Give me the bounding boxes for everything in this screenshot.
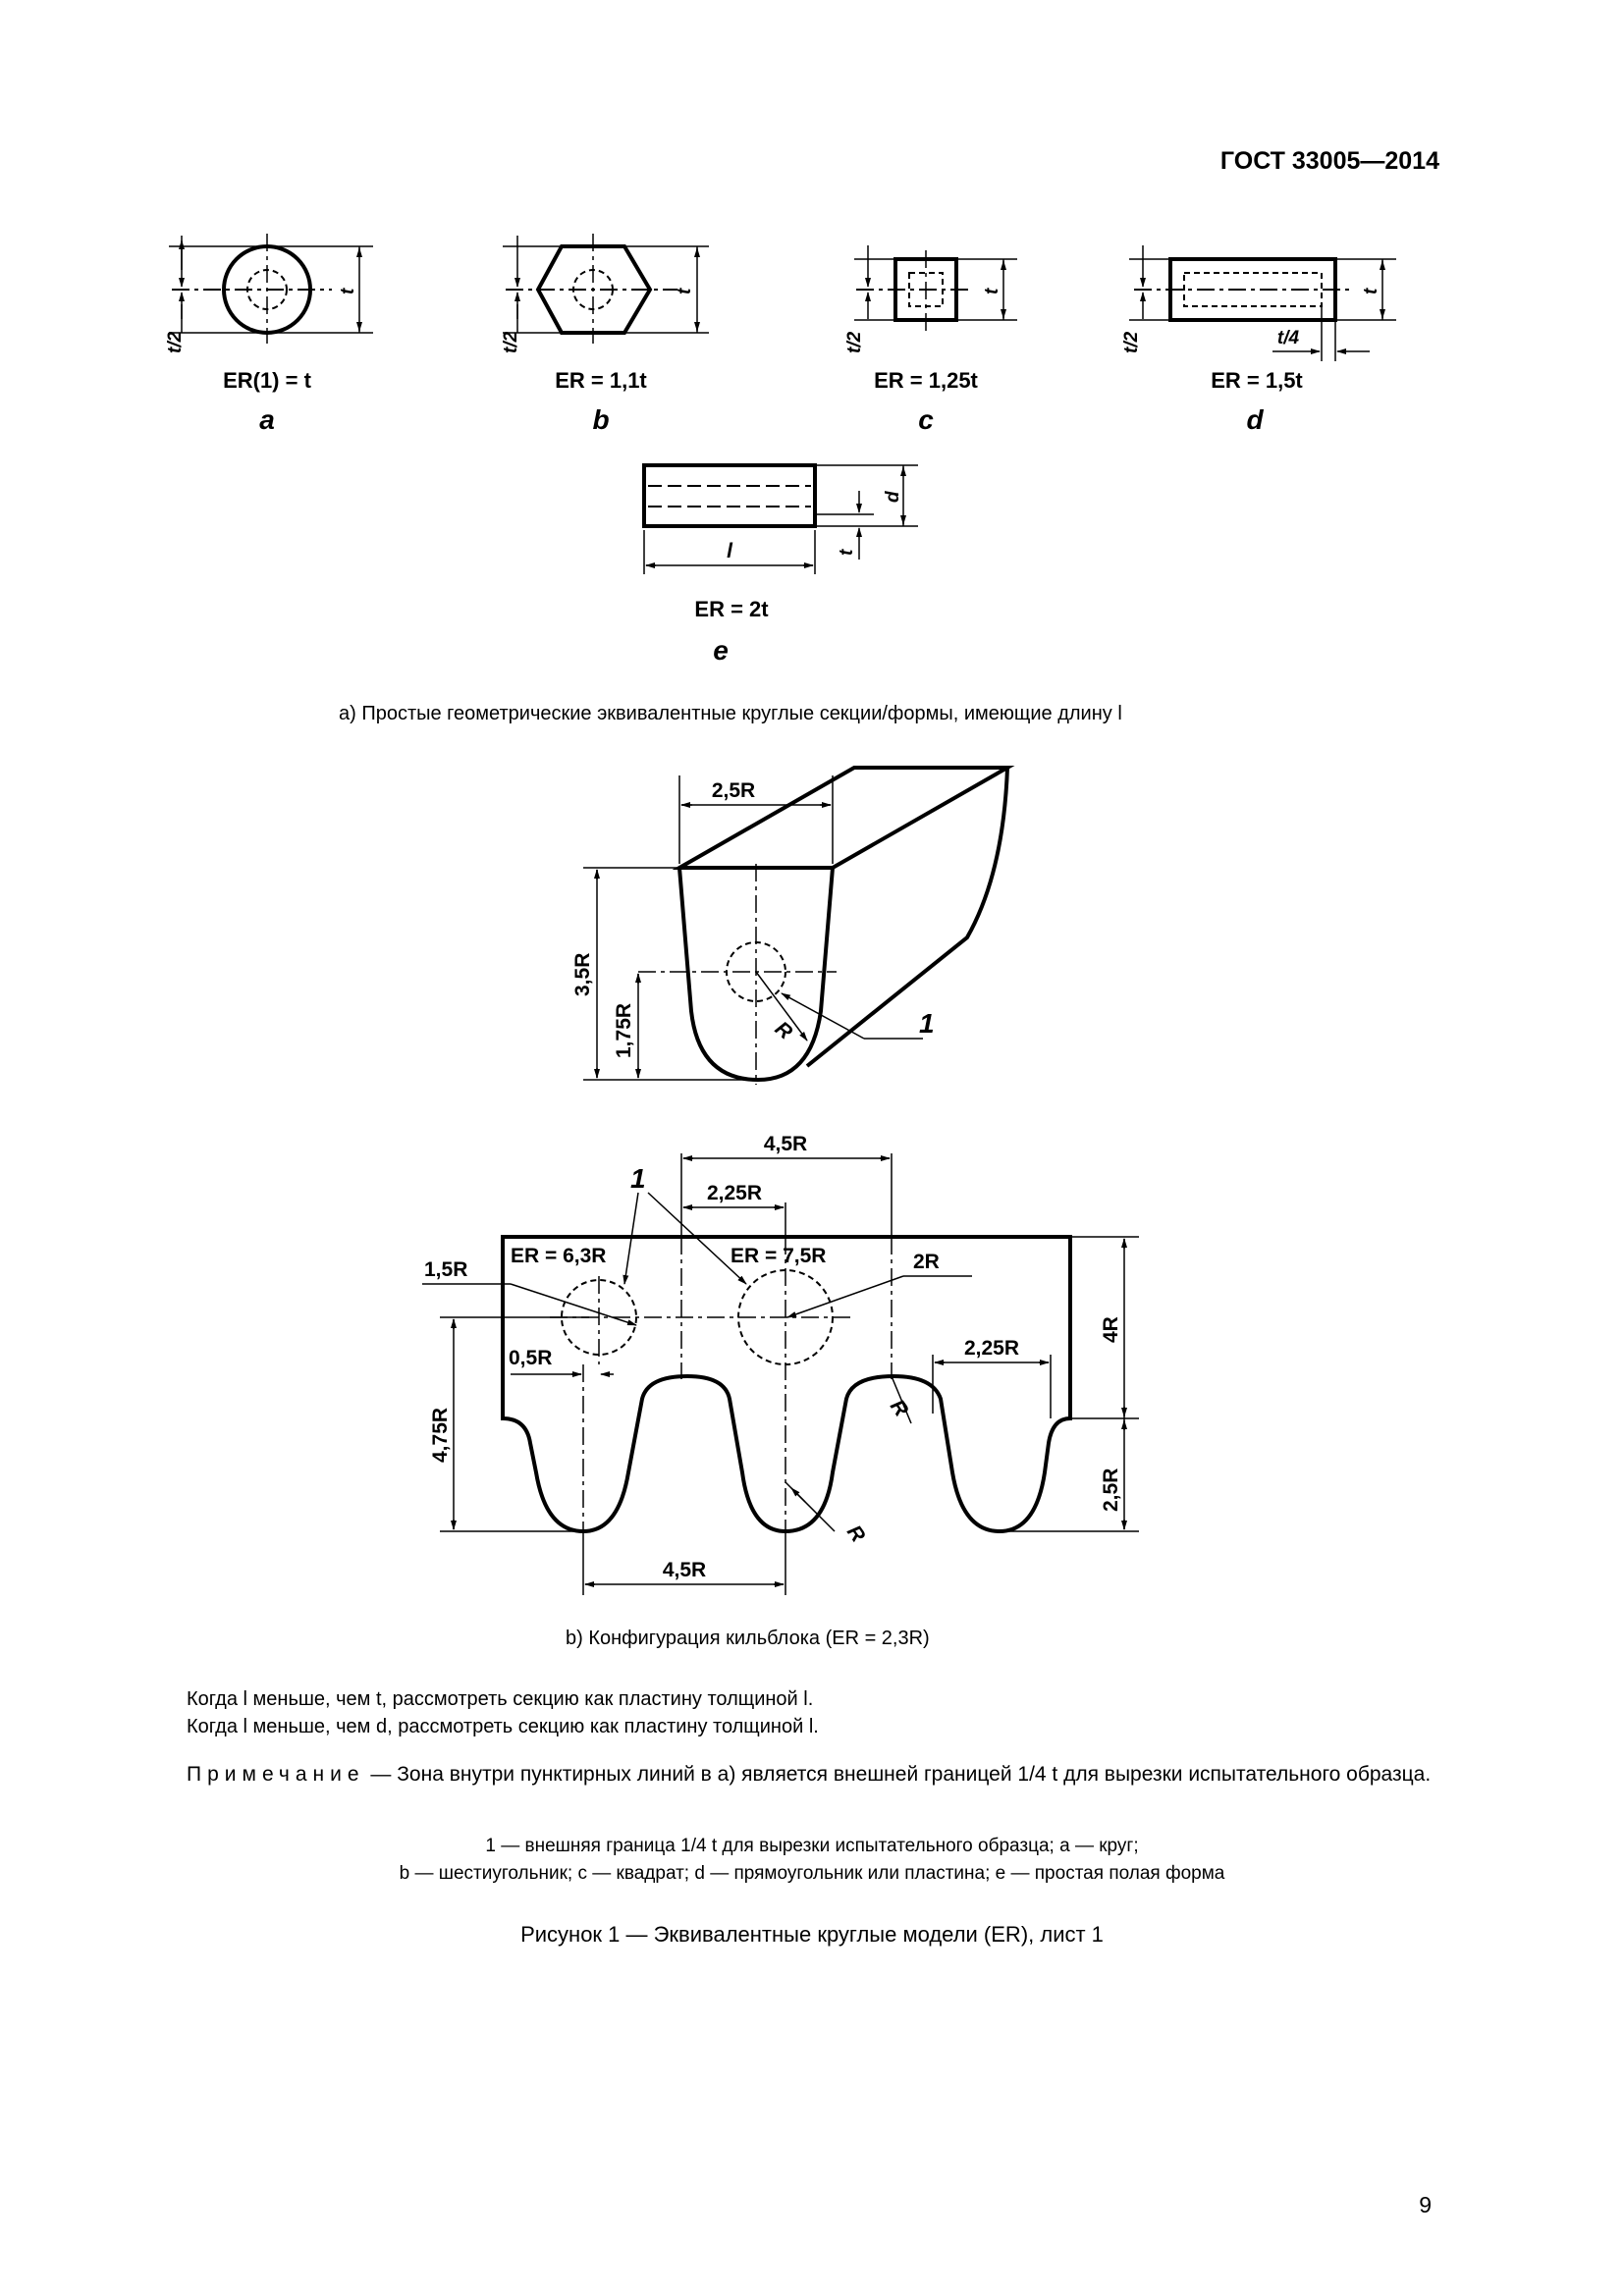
- block-width-label: 2,5R: [712, 779, 755, 802]
- shape-d-full-label: t: [1361, 288, 1381, 294]
- keel-dim-mid-label: 2,25R: [707, 1182, 762, 1204]
- shape-e-l-label: l: [727, 540, 733, 562]
- shape-b-hexagon: [503, 234, 709, 344]
- shape-b-er: ER = 1,1t: [555, 368, 647, 393]
- keel-er-right: ER = 7,5R: [731, 1245, 826, 1267]
- shape-c-square: [854, 245, 1017, 332]
- shape-c-full-label: t: [982, 288, 1002, 294]
- figure-simple-shapes: t/2 t ER(1) = t a t/2 t ER = 1,1t b t/2 …: [165, 234, 1396, 666]
- shape-a-circle: [169, 234, 373, 344]
- keel-dim-2r: 2R: [913, 1251, 940, 1273]
- note-line-2: Когда l меньше, чем d, рассмотреть секци…: [187, 1716, 819, 1737]
- page-number: 9: [1419, 2192, 1432, 2217]
- block-half-height-label: 1,75R: [613, 1003, 635, 1058]
- shape-d-quarter-label: t/4: [1277, 328, 1300, 348]
- caption-figure-b: b) Конфигурация кильблока (ER = 2,3R): [566, 1628, 930, 1649]
- keel-dim-top-label: 4,5R: [764, 1133, 807, 1155]
- shape-e-er: ER = 2t: [694, 597, 769, 621]
- shape-d-letter: d: [1246, 404, 1264, 435]
- note-primechanie: Примечание — Зона внутри пунктирных лини…: [116, 1759, 1441, 1790]
- shape-c-letter: c: [918, 404, 934, 435]
- figure-keel-block: 4,5R 2,25R 1 ER = 6,3R ER = 7,5R 1,5R 0,…: [422, 1133, 1139, 1595]
- note-line-1: Когда l меньше, чем t, рассмотреть секци…: [187, 1688, 814, 1710]
- keel-radius-2: R: [842, 1522, 870, 1547]
- shape-d-rectangle: [1129, 245, 1396, 361]
- keel-er-left: ER = 6,3R: [511, 1245, 606, 1267]
- keel-dim-475: 4,75R: [429, 1408, 452, 1463]
- keel-callout-1: 1: [630, 1163, 646, 1194]
- legend-line-1: 1 — внешняя граница 1/4 t для вырезки ис…: [485, 1836, 1139, 1856]
- shape-e-d-label: d: [883, 491, 903, 503]
- document-code: ГОСТ 33005—2014: [1219, 147, 1439, 175]
- shape-a-er: ER(1) = t: [223, 368, 312, 393]
- shape-c-half-label: t/2: [844, 331, 865, 353]
- keel-dim-right-225: 2,25R: [964, 1337, 1019, 1360]
- shape-b-letter: b: [592, 404, 609, 435]
- caption-figure-a: a) Простые геометрические эквивалентные …: [339, 703, 1122, 724]
- block-callout-1: 1: [919, 1008, 935, 1039]
- keel-dim-bottom: 4,5R: [663, 1559, 706, 1581]
- shape-e-hollow: [642, 463, 918, 574]
- shape-a-full-label: t: [338, 288, 358, 294]
- shape-e-letter: e: [713, 635, 729, 666]
- shape-d-half-label: t/2: [1121, 331, 1142, 353]
- shape-b-half-label: t/2: [501, 331, 521, 353]
- shape-c-er: ER = 1,25t: [874, 368, 978, 393]
- shape-e-t-label: t: [837, 549, 857, 556]
- figure-title: Рисунок 1 — Эквивалентные круглые модели…: [520, 1922, 1104, 1947]
- keel-dim-05r: 0,5R: [509, 1347, 552, 1369]
- shape-a-letter: a: [259, 404, 275, 435]
- figure-block-3d: 2,5R 3,5R 1,75R R 1: [571, 766, 1015, 1085]
- block-height-label: 3,5R: [571, 953, 594, 996]
- keel-dim-4r: 4R: [1100, 1316, 1122, 1343]
- keel-dim-15r: 1,5R: [424, 1258, 467, 1281]
- note-primechanie-text: — Зона внутри пунктирных линий в a) явля…: [364, 1763, 1432, 1786]
- shape-d-er: ER = 1,5t: [1211, 368, 1303, 393]
- shape-b-full-label: t: [675, 288, 695, 294]
- note-primechanie-label: Примечание: [187, 1763, 365, 1786]
- shape-a-half-label: t/2: [165, 331, 186, 353]
- legend-line-2: b — шестиугольник; c — квадрат; d — прям…: [399, 1863, 1225, 1884]
- keel-dim-25: 2,5R: [1100, 1468, 1122, 1512]
